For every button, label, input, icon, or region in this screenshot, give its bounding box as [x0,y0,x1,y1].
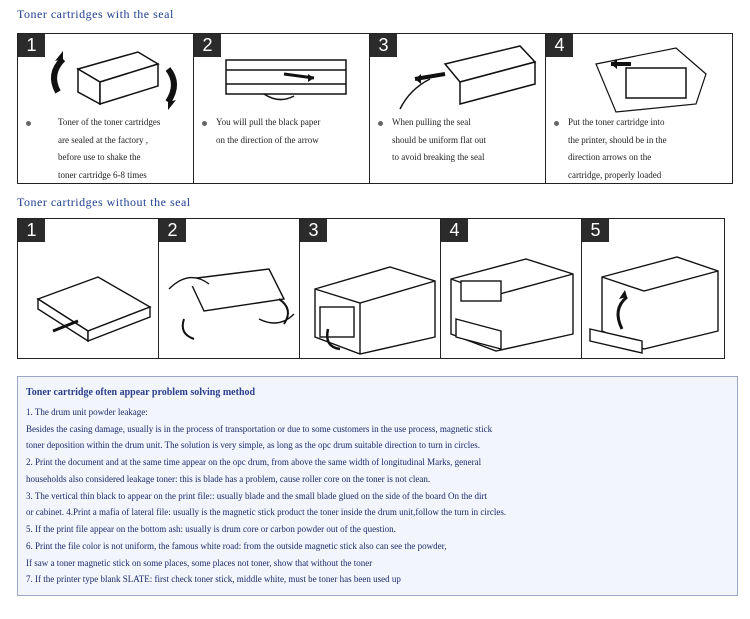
close-printer-illustration [589,256,719,354]
problem-line: 5. If the print file appear on the botto… [26,524,396,534]
pull-paper-illustration [225,59,347,101]
cartridge-illustration [36,276,152,343]
step-caption: When pulling the seal should be uniform … [392,117,486,162]
unsealed-step-4: 4 [441,219,582,358]
sealed-step-3: 3 When pulling the seal should be unifor… [370,34,546,183]
step-number: 4 [546,34,573,57]
step-number: 4 [441,219,468,242]
unsealed-step-5: 5 [582,219,724,358]
problem-line: Besides the casing damage, usually is in… [26,424,493,434]
problem-solving-title: Toner cartridge often appear problem sol… [26,387,256,398]
step-number: 3 [300,219,327,242]
open-printer-illustration [314,266,436,355]
step-caption: Put the toner cartridge into the printer… [568,117,667,180]
step-bullet [554,121,559,126]
step-number: 1 [18,34,45,57]
problem-line: 6. Print the file color is not uniform, … [26,541,447,551]
sealed-steps-strip: 1 Toner of the toner cartridges are seal… [17,33,733,184]
shake-cartridge-illustration [168,268,295,340]
problem-line: 1. The drum unit powder leakage: [26,407,148,417]
insert-cartridge-illustration [595,47,707,113]
step-number: 3 [370,34,397,57]
unsealed-step-3: 3 [300,219,441,358]
printer-cartridge-illustration [450,258,574,352]
sealed-step-4: 4 Put the toner cartridge into the print… [546,34,732,183]
step-bullet [378,121,383,126]
problem-solving-box: Toner cartridge often appear problem sol… [17,376,738,596]
step-number: 2 [194,34,221,57]
section1-title: Toner cartridges with the seal [17,7,174,21]
problem-line: or cabinet. 4.Print a mafia of lateral f… [26,507,507,517]
sealed-step-2: 2 You will pull the black paper on the d… [194,34,370,183]
problem-line: households also considered leakage toner… [26,474,431,484]
step-number: 5 [582,219,609,242]
problem-line: 3. The vertical thin black to appear on … [26,491,487,501]
step-number: 2 [159,219,186,242]
problem-line: 7. If the printer type blank SLATE: firs… [26,574,401,584]
pull-seal-illustration [399,45,537,110]
unsealed-step-2: 2 [159,219,300,358]
step-caption: Toner of the toner cartridges are sealed… [58,117,161,180]
shake-cartridge-illustration [51,51,177,110]
step-number: 1 [18,219,45,242]
problem-line: 2. Print the document and at the same ti… [26,457,482,467]
step-caption: You will pull the black paper on the dir… [216,117,321,145]
problem-line: toner deposition within the drum unit. T… [26,440,481,450]
sealed-step-1: 1 Toner of the toner cartridges are seal… [18,34,194,183]
unsealed-steps-strip: 1 2 3 [17,218,725,359]
section2-title: Toner cartridges without the seal [17,195,191,209]
unsealed-step-1: 1 [18,219,159,358]
step-bullet [26,121,31,126]
step-bullet [202,121,207,126]
problem-line: If saw a toner magnetic stick on some pl… [26,558,373,568]
